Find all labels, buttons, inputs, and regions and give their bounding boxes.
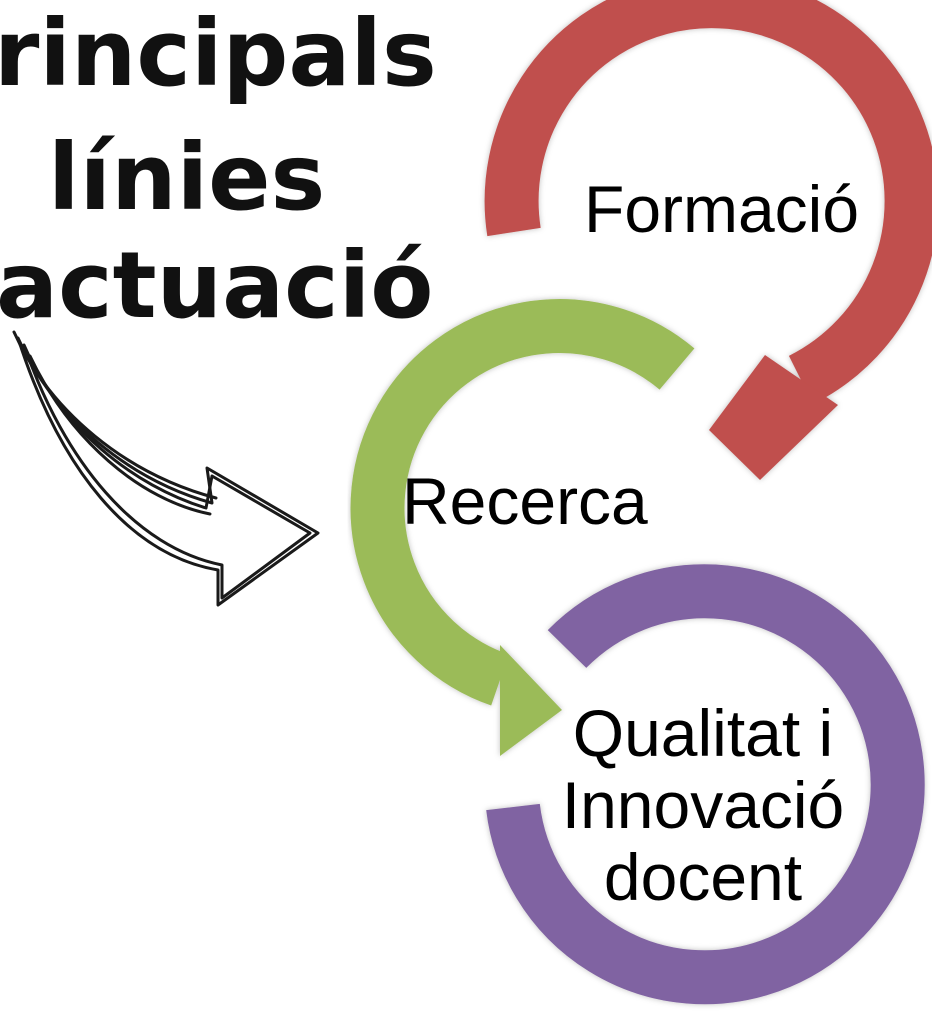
heading-line-3: actuació xyxy=(0,232,434,339)
heading-line-2: línies xyxy=(48,124,326,231)
recerca-arrowhead xyxy=(500,645,562,756)
formacio-arrowhead xyxy=(709,355,838,480)
qualitat-ring xyxy=(486,564,925,1005)
qualitat-label-line-2: Innovació xyxy=(561,768,845,842)
formacio-label: Formació xyxy=(584,172,860,246)
hand-drawn-arrow-icon xyxy=(12,330,320,607)
recerca-arrow xyxy=(350,299,695,756)
formacio-arc xyxy=(484,0,932,405)
qualitat-label-line-3: docent xyxy=(603,840,803,914)
qualitat-arc xyxy=(486,564,925,1005)
qualitat-label-line-1: Qualitat i xyxy=(572,696,834,770)
formacio-arrow xyxy=(484,0,932,480)
recerca-label: Recerca xyxy=(402,464,648,538)
recerca-arc xyxy=(350,299,695,706)
heading-line-1: rincipals xyxy=(0,0,437,107)
